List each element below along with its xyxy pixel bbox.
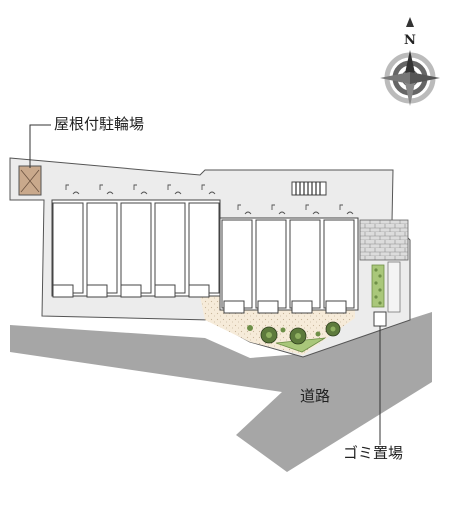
balcony-markers — [65, 184, 354, 215]
compass-rose-icon: N — [380, 17, 440, 106]
compass-north-label: N — [404, 33, 416, 48]
units-right — [221, 219, 355, 309]
unit-porches-left — [52, 284, 210, 298]
label-garbage-area: ゴミ置場 — [343, 444, 404, 462]
bicycle-shed-hatch — [20, 169, 40, 193]
stairs — [291, 181, 327, 196]
brick-wall — [359, 219, 409, 261]
hedge-dots — [374, 268, 382, 305]
label-bicycle-parking: 屋根付駐輪場 — [54, 115, 145, 133]
road — [10, 312, 432, 472]
garden-shrubs — [247, 321, 341, 345]
walkway-strip — [387, 261, 401, 313]
north-arrow-icon — [406, 17, 414, 27]
label-road: 道路 — [300, 387, 331, 405]
garbage-area — [373, 311, 387, 327]
hedge-strip — [371, 264, 385, 308]
unit-porches-right — [223, 300, 347, 314]
units-left — [52, 202, 220, 294]
bicycle-leader-line — [29, 124, 51, 168]
